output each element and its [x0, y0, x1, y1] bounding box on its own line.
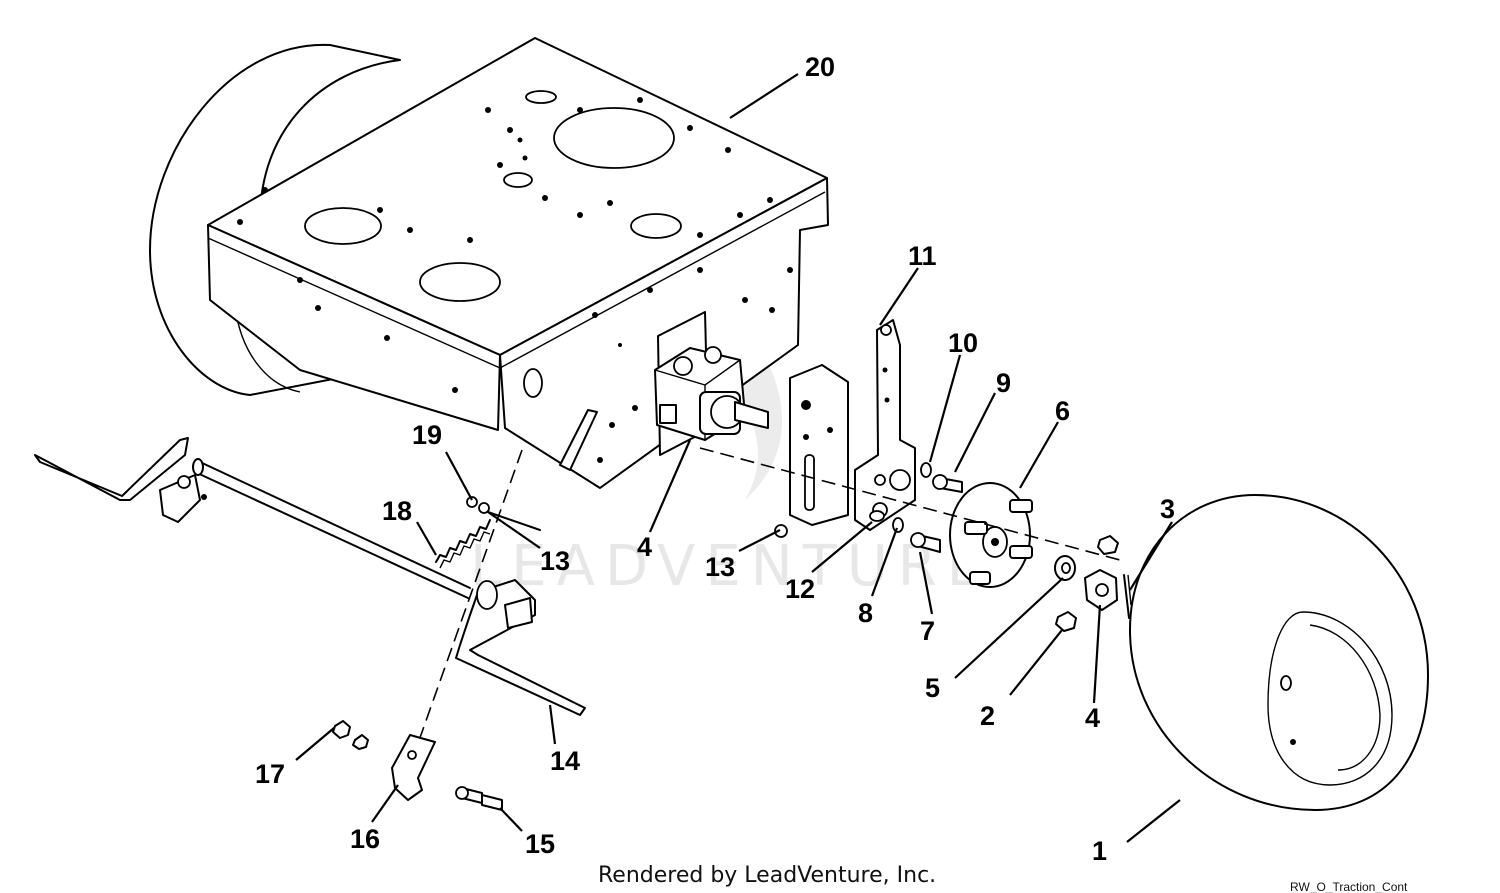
bolt-15: [455, 786, 503, 811]
washer-12: [869, 510, 885, 522]
washer-10: [920, 462, 932, 478]
wheel-hub: [949, 482, 1033, 588]
callout-14: 14: [550, 746, 580, 776]
washer-8: [892, 517, 904, 533]
mounting-bracket: [789, 319, 916, 531]
spring-18: [435, 519, 491, 569]
callout-4-pump: 4: [637, 532, 652, 562]
lug-nut-2: [1055, 611, 1077, 632]
washer-5: [1054, 555, 1076, 581]
callout-9: 9: [996, 368, 1011, 398]
callout-17: 17: [255, 759, 285, 789]
render-credit: Rendered by LeadVenture, Inc.: [598, 863, 936, 888]
nut-17: [332, 720, 369, 750]
lug-nut-upper: [1097, 535, 1119, 555]
callout-4-nut: 4: [1085, 703, 1100, 733]
callout-19: 19: [412, 420, 442, 450]
callout-13-right: 13: [705, 552, 735, 582]
callout-20: 20: [805, 52, 835, 82]
castle-nut-4: [1084, 569, 1118, 611]
callout-6: 6: [1055, 396, 1070, 426]
chassis-frame: [207, 37, 829, 489]
linkage-clamp-16: [391, 734, 436, 801]
callout-3: 3: [1160, 494, 1175, 524]
callout-16: 16: [350, 824, 380, 854]
bolt-9: [932, 474, 963, 493]
leader-lines: [295, 73, 1181, 843]
control-lever-14: [455, 579, 586, 716]
callout-11: 11: [908, 241, 937, 271]
control-rod: [192, 458, 471, 599]
callout-8: 8: [858, 598, 873, 628]
callout-5: 5: [925, 673, 940, 703]
callout-10: 10: [948, 328, 978, 358]
callout-13-left: 13: [540, 546, 570, 576]
rear-tire-right: [1129, 494, 1429, 811]
callout-2: 2: [980, 701, 995, 731]
bolt-7: [910, 532, 941, 553]
callout-7: 7: [920, 616, 935, 646]
control-lever-left: [34, 437, 207, 523]
callout-18: 18: [382, 496, 412, 526]
axle-centerline: [699, 447, 1121, 561]
callout-15: 15: [525, 829, 555, 859]
watermark-text: LEADVENTURE: [470, 534, 992, 599]
nut-13: [774, 524, 788, 538]
lever-arm-upper: [559, 409, 598, 471]
hydro-pump-assembly: [654, 346, 769, 441]
diagram-tag: RW_O_Traction_Cont: [1290, 880, 1408, 893]
clip-19: [466, 496, 541, 531]
cotter-pin-3: [1123, 574, 1132, 619]
pivot-centerline: [404, 449, 523, 781]
callout-1: 1: [1092, 836, 1107, 866]
callout-12: 12: [785, 574, 815, 604]
